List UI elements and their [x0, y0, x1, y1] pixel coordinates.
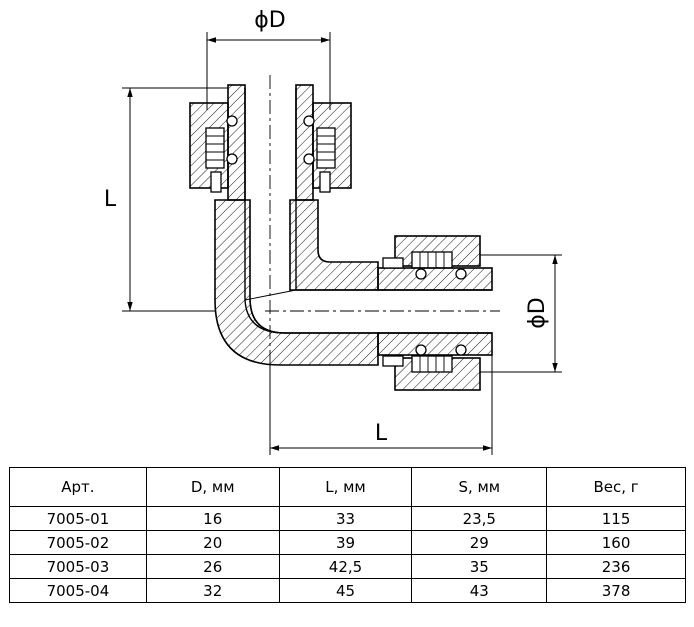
cell-weight: 160 — [546, 530, 686, 555]
cell-article: 7005-03 — [9, 554, 147, 579]
cell-article: 7005-02 — [9, 530, 147, 555]
cell-wrench-size: 23,5 — [411, 506, 548, 531]
cell-diameter: 26 — [145, 554, 280, 579]
dimension-lines — [122, 32, 562, 455]
table-row: 7005-02 20 39 29 160 — [9, 530, 686, 555]
cell-weight: 236 — [546, 554, 686, 579]
center-lines — [265, 75, 500, 455]
dim-top-diameter-label: ϕD — [254, 8, 285, 33]
cell-wrench-size: 35 — [411, 554, 548, 579]
dim-left-length-label: L — [104, 187, 117, 212]
internal-bore — [244, 88, 492, 334]
right-coupling — [377, 235, 493, 391]
cell-length: 45 — [278, 578, 413, 603]
header-length: L, мм — [278, 467, 413, 507]
top-coupling — [189, 84, 352, 201]
cell-length: 33 — [278, 506, 413, 531]
cell-diameter: 32 — [145, 578, 280, 603]
cell-weight: 378 — [546, 578, 686, 603]
header-weight: Вес, г — [546, 467, 686, 507]
header-wrench-size: S, мм — [411, 467, 548, 507]
cell-article: 7005-01 — [9, 506, 147, 531]
cell-length: 42,5 — [278, 554, 413, 579]
elbow-fitting-drawing: ϕD L ϕD L — [104, 8, 562, 455]
cell-diameter: 16 — [145, 506, 280, 531]
dim-bottom-length-label: L — [375, 421, 388, 446]
spec-table: Арт. D, мм L, мм S, мм Вес, г 7005-01 16… — [9, 467, 686, 603]
cell-length: 39 — [278, 530, 413, 555]
table-row: 7005-01 16 33 23,5 115 — [9, 506, 686, 531]
cell-wrench-size: 43 — [411, 578, 548, 603]
header-article: Арт. — [9, 467, 147, 507]
dim-side-diameter-label: ϕD — [525, 297, 550, 328]
cell-diameter: 20 — [145, 530, 280, 555]
table-row: 7005-03 26 42,5 35 236 — [9, 554, 686, 579]
cell-article: 7005-04 — [9, 578, 147, 603]
header-diameter: D, мм — [145, 467, 280, 507]
cell-weight: 115 — [546, 506, 686, 531]
spec-table-header-row: Арт. D, мм L, мм S, мм Вес, г — [9, 467, 686, 507]
cell-wrench-size: 29 — [411, 530, 548, 555]
table-row: 7005-04 32 45 43 378 — [9, 578, 686, 603]
